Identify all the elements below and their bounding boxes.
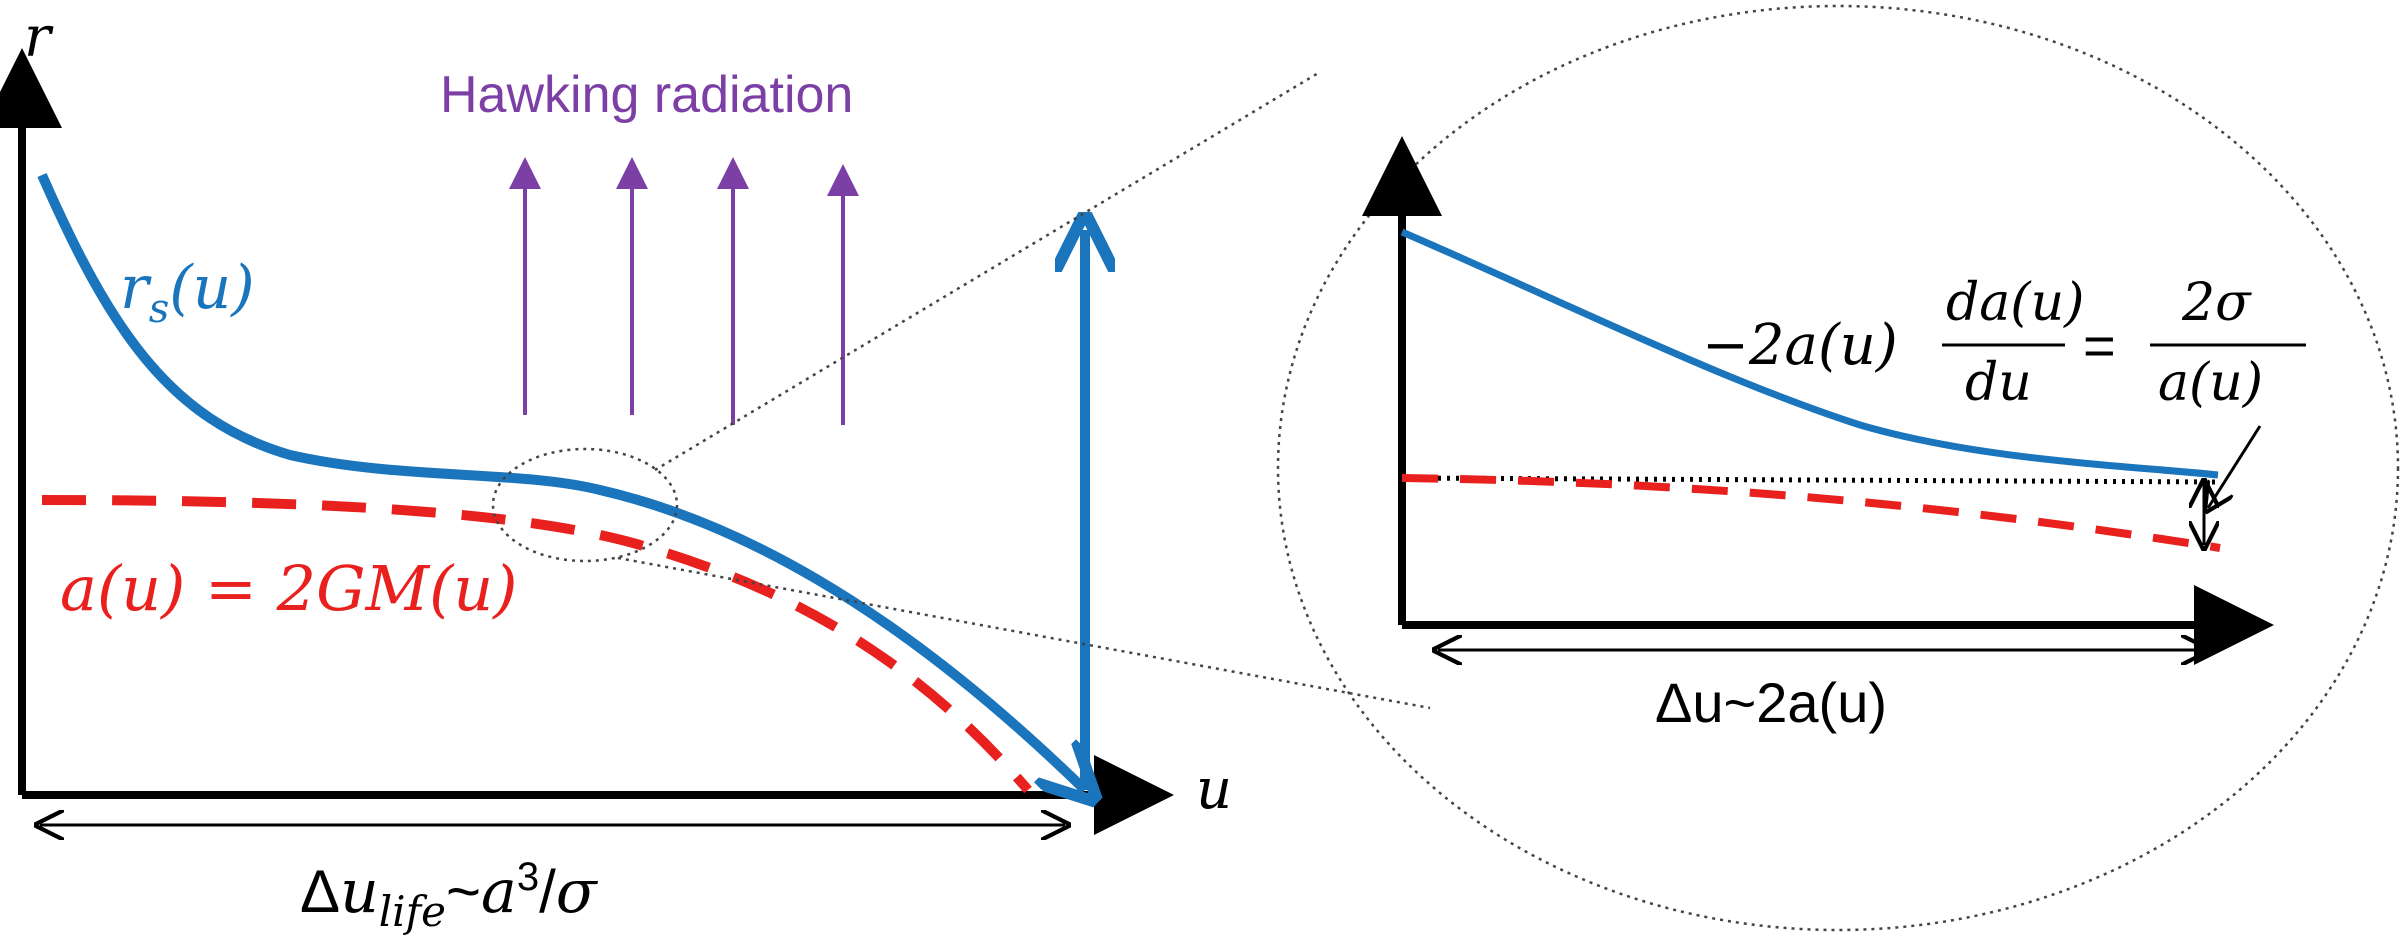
zoom-ellipse	[1276, 4, 2400, 932]
equation-frac-den: du	[1965, 353, 2032, 413]
zoom-connector-upper	[654, 70, 1321, 472]
equation-rhs-num: 2σ	[2181, 273, 2252, 333]
mass-curve	[41, 495, 1032, 794]
zoom-pointer-arrow	[2208, 425, 2262, 508]
hawking-radiation-arrows	[509, 157, 859, 425]
interval-label: Δu~2a(u)	[1655, 671, 1887, 734]
equation-lhs: −2a(u)	[1702, 313, 1898, 378]
zoom-region-ellipse	[491, 447, 679, 563]
zoom-plot	[1276, 4, 2400, 932]
equation-rhs-den: a(u)	[2158, 353, 2263, 413]
main-plot	[0, 48, 1174, 825]
zoom-mass-curve	[1401, 474, 2221, 552]
radiation-label: Hawking radiation	[440, 66, 853, 124]
y-axis-label: r	[24, 5, 54, 70]
zoom-horizon-curve	[1400, 228, 2219, 479]
equation-frac-num: da(u)	[1946, 273, 2084, 333]
equation-eq: =	[2083, 314, 2116, 377]
apparent-horizon-label: rs(u)	[120, 253, 255, 332]
lifetime-label: Δulife~a3/σ	[300, 855, 599, 936]
zoom-connector-lower	[617, 556, 1431, 710]
mass-label: a(u) = 2GM(u)	[60, 552, 517, 625]
x-axis-label: u	[1196, 757, 1232, 822]
